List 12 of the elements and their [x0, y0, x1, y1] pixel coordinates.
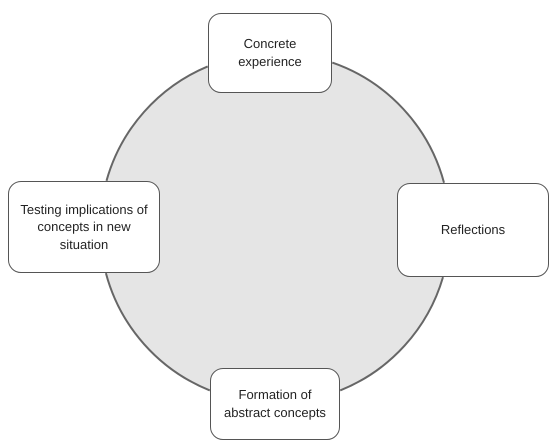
stage-box [208, 13, 332, 93]
stage-box [8, 181, 160, 273]
cycle-arc [106, 66, 208, 182]
stage-label: Formation of abstract concepts [223, 386, 327, 422]
stage-label: Concrete experience [237, 35, 303, 71]
cycle-arc [332, 62, 445, 184]
stage-box [397, 183, 549, 277]
cycle-arc [104, 272, 210, 392]
stage-label: Testing implications of concepts in new situation [19, 200, 149, 254]
stage-box [210, 368, 340, 440]
cycle-arc [340, 276, 444, 392]
stage-label: Reflections [440, 221, 506, 239]
